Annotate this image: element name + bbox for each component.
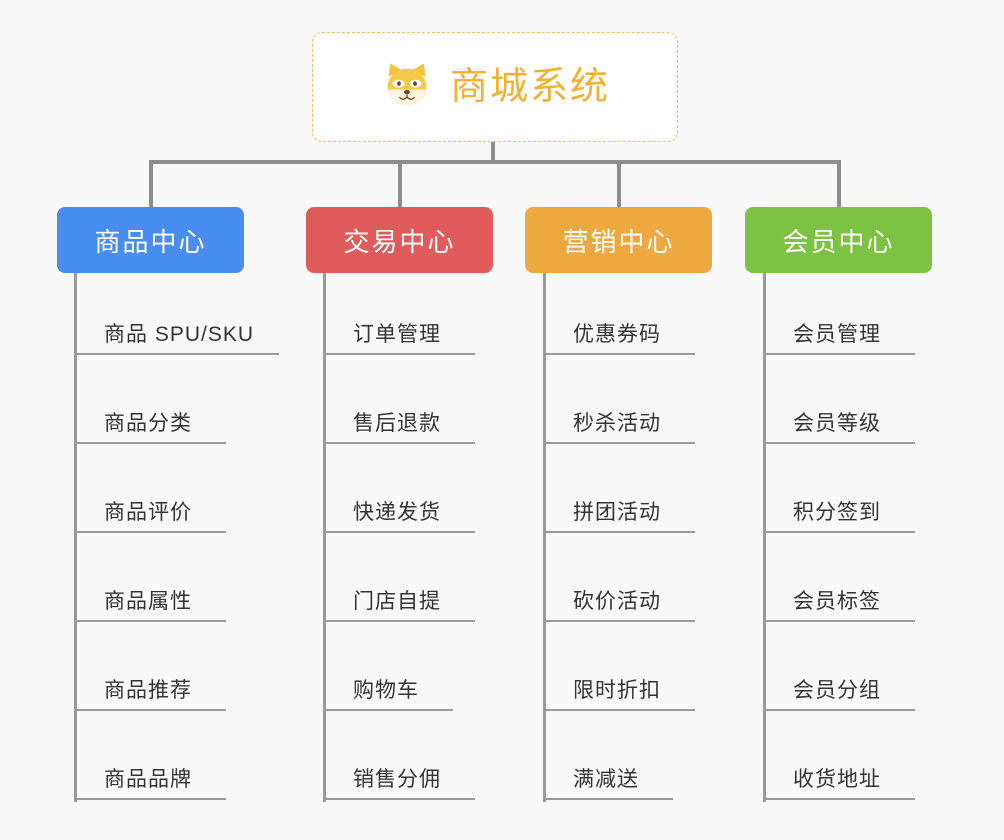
leaf-label: 收货地址 (793, 768, 881, 791)
category-node-3[interactable]: 会员中心 (745, 207, 932, 273)
leaf-label: 拼团活动 (573, 501, 661, 524)
leaf-underline (763, 531, 915, 533)
leaf-underline (74, 709, 226, 711)
leaf-underline (543, 442, 695, 444)
leaf-underline (543, 798, 673, 800)
leaf-underline (74, 620, 226, 622)
leaf-label: 商品评价 (104, 501, 192, 524)
category-node-label: 商品中心 (94, 226, 207, 257)
leaf-underline (323, 531, 475, 533)
leaf-underline (323, 620, 475, 622)
leaf-label: 秒杀活动 (573, 412, 661, 435)
leaf-label: 满减送 (573, 768, 639, 791)
category-node-1[interactable]: 交易中心 (306, 207, 493, 273)
leaf-underline (763, 353, 915, 355)
leaf-underline (74, 531, 226, 533)
leaf-label: 商品属性 (104, 590, 192, 613)
leaf-underline (763, 442, 915, 444)
leaf-label: 门店自提 (353, 590, 441, 613)
leaf-label: 售后退款 (353, 412, 441, 435)
leaf-underline (74, 442, 226, 444)
leaf-label: 快递发货 (353, 501, 441, 524)
leaf-label: 商品 SPU/SKU (104, 323, 255, 346)
leaf-label: 会员等级 (793, 412, 881, 435)
category-node-label: 交易中心 (343, 226, 456, 257)
leaf-underline (543, 709, 695, 711)
leaf-underline (763, 798, 915, 800)
leaf-underline (763, 620, 915, 622)
leaf-label: 购物车 (353, 679, 419, 702)
leaf-label: 会员标签 (793, 590, 881, 613)
leaf-underline (763, 709, 915, 711)
leaf-label: 积分签到 (793, 501, 881, 524)
leaf-label: 销售分佣 (353, 768, 441, 791)
root-title: 商城系统 (449, 66, 610, 108)
leaf-underline (543, 620, 695, 622)
leaf-label: 商品推荐 (104, 679, 192, 702)
branch-trunk-3 (763, 273, 766, 802)
leaf-underline (323, 353, 475, 355)
leaf-label: 商品分类 (104, 412, 192, 435)
category-node-2[interactable]: 营销中心 (525, 207, 712, 273)
branch-drop-line-2 (616, 160, 621, 207)
leaf-underline (323, 798, 475, 800)
root-stem-line (491, 142, 495, 162)
leaf-label: 会员管理 (793, 323, 881, 346)
leaf-label: 订单管理 (353, 323, 441, 346)
leaf-label: 会员分组 (793, 679, 881, 702)
branch-drop-line-3 (836, 160, 841, 207)
leaf-underline (543, 531, 695, 533)
category-node-label: 会员中心 (782, 226, 895, 257)
category-node-0[interactable]: 商品中心 (57, 207, 244, 273)
leaf-underline (543, 353, 695, 355)
horizontal-bus-line (150, 160, 840, 164)
root-node[interactable]: 商城系统 (312, 32, 678, 142)
branch-trunk-0 (74, 273, 77, 802)
leaf-label: 商品品牌 (104, 768, 192, 791)
branch-trunk-2 (543, 273, 546, 802)
leaf-label: 砍价活动 (573, 590, 661, 613)
leaf-label: 优惠券码 (573, 323, 661, 346)
branch-drop-line-1 (397, 160, 402, 207)
leaf-underline (323, 442, 475, 444)
branch-drop-line-0 (148, 160, 153, 207)
leaf-underline (323, 709, 453, 711)
leaf-label: 限时折扣 (573, 679, 661, 702)
leaf-underline (74, 798, 226, 800)
shiba-dog-icon (380, 60, 434, 114)
branch-trunk-1 (323, 273, 326, 802)
category-node-label: 营销中心 (562, 226, 675, 257)
leaf-underline (74, 353, 279, 355)
